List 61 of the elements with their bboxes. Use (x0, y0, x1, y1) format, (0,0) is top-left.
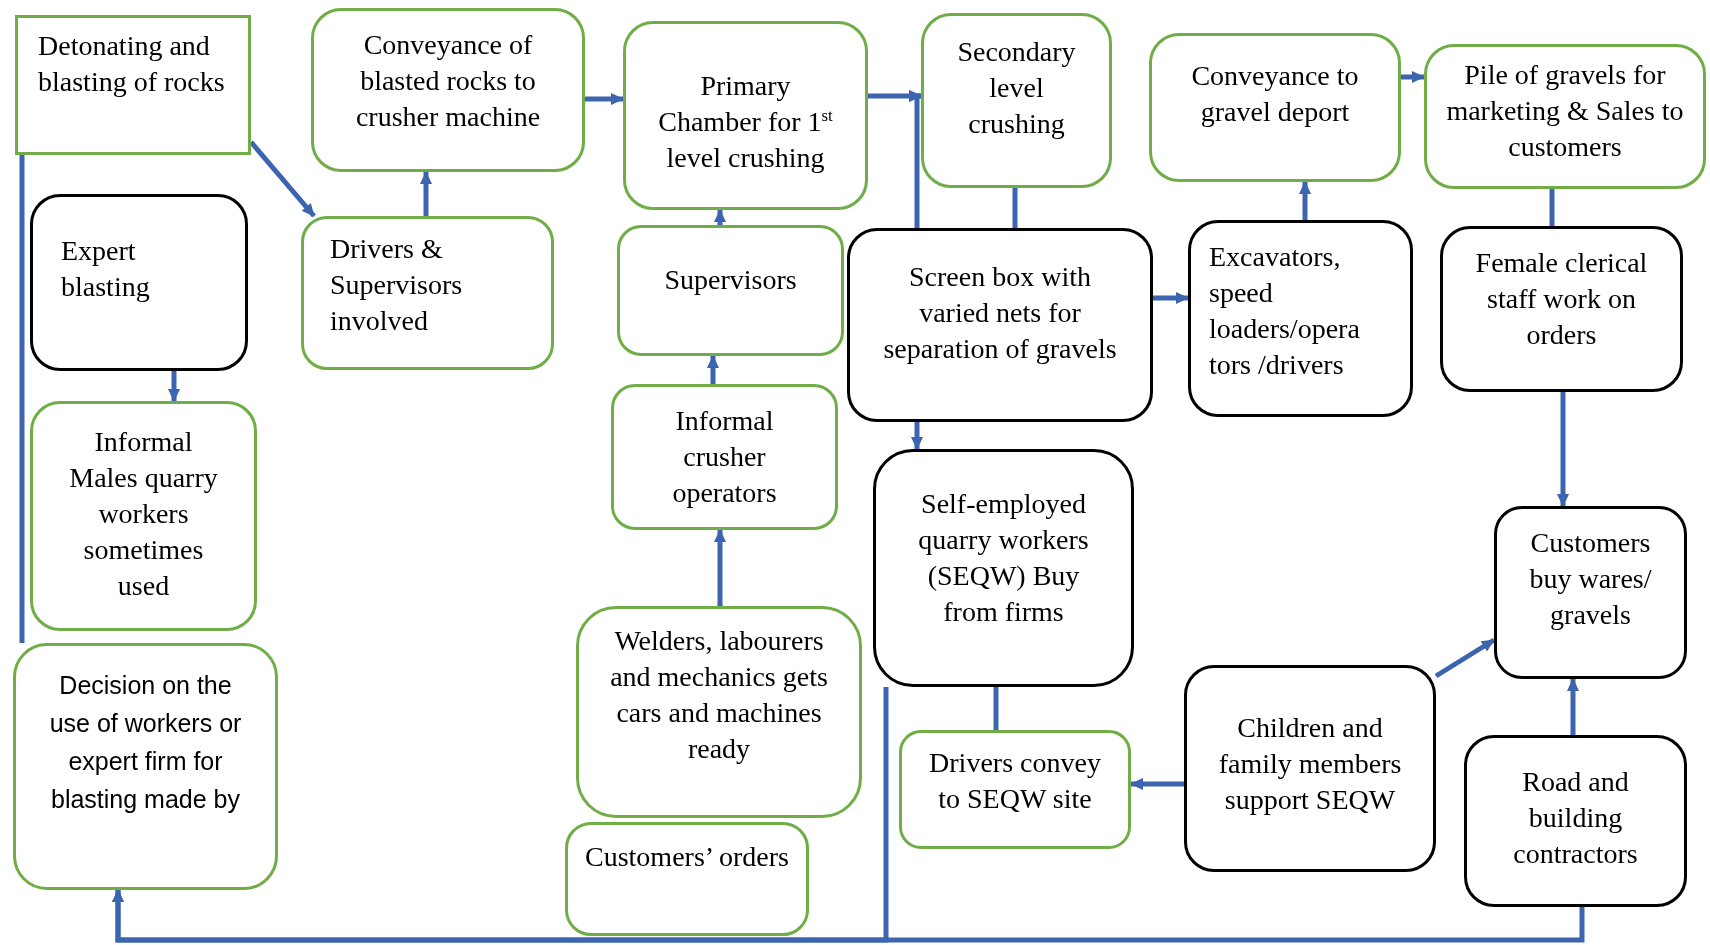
arrow (168, 371, 180, 402)
box-label: Secondary level crushing (956, 35, 1077, 141)
process-box (30, 194, 248, 371)
arrow (1130, 778, 1184, 790)
process-box (1149, 33, 1401, 182)
box-label: Expert blasting (61, 234, 151, 304)
arrow (1401, 71, 1425, 83)
box-label: Female clerical staff work on orders (1474, 246, 1649, 352)
process-box (15, 15, 251, 155)
process-box (1494, 506, 1687, 679)
process-box (847, 228, 1153, 422)
box-label: Drivers convey to SEQW site (928, 746, 1102, 816)
box-label: Welders, labourers and mechanics gets cars and machines ready (609, 624, 829, 766)
box-label: Excavators, speed loaders/opera tors /drivers (1209, 240, 1361, 382)
arrow (1153, 292, 1189, 304)
arrow (1434, 637, 1496, 679)
box-label: Customers buy wares/ gravels (1528, 526, 1653, 632)
box-label: Pile of gravels for marketing & Sales to customers (1445, 58, 1685, 164)
process-box (611, 384, 838, 530)
process-box (623, 21, 868, 210)
box-label: Conveyance to gravel deport (1190, 59, 1360, 129)
box-label: Screen box with varied nets for separation of gravels (882, 260, 1118, 366)
process-box (617, 225, 844, 356)
process-box (301, 216, 554, 370)
arrow (420, 171, 432, 216)
process-box (13, 643, 278, 890)
process-box (1188, 220, 1413, 417)
arrow (249, 140, 316, 218)
process-box (1424, 44, 1706, 189)
box-label: Drivers & Supervisors involved (330, 232, 464, 338)
arrow (585, 93, 624, 105)
arrow (911, 422, 923, 450)
process-box (921, 13, 1112, 188)
box-label: Customers’ orders (584, 840, 790, 874)
box-label: Supervisors (663, 263, 798, 297)
box-label: Decision on the use of workers or expert firm for blasting made by (48, 670, 243, 815)
process-box (899, 730, 1131, 849)
process-box (576, 606, 862, 818)
box-label: Informal crusher operators (671, 404, 778, 510)
box-label: Detonating and blasting of rocks (38, 29, 226, 99)
process-box (30, 401, 257, 631)
arrow (714, 529, 726, 606)
process-box (1184, 665, 1436, 872)
process-box (1464, 735, 1687, 907)
process-box (1440, 226, 1683, 392)
arrow (909, 90, 922, 228)
box-label: Primary Chamber for 1$^{st}$ level crushing (657, 69, 834, 175)
process-box (565, 822, 809, 936)
arrow (1557, 392, 1569, 507)
arrow (714, 209, 726, 225)
box-label: Children and family members support SEQW (1217, 711, 1403, 817)
box-label: Self-employed quarry workers (SEQW) Buy from firms (917, 487, 1090, 629)
arrow (1299, 181, 1311, 220)
arrow (1567, 678, 1579, 735)
process-box (311, 8, 585, 172)
box-label: Informal Males quarry workers sometimes used (68, 425, 219, 603)
arrow (112, 687, 889, 943)
arrow (707, 355, 719, 384)
box-label: Road and building contractors (1512, 765, 1639, 871)
process-box (873, 449, 1134, 687)
box-label: Conveyance of blasted rocks to crusher machine (354, 28, 542, 134)
